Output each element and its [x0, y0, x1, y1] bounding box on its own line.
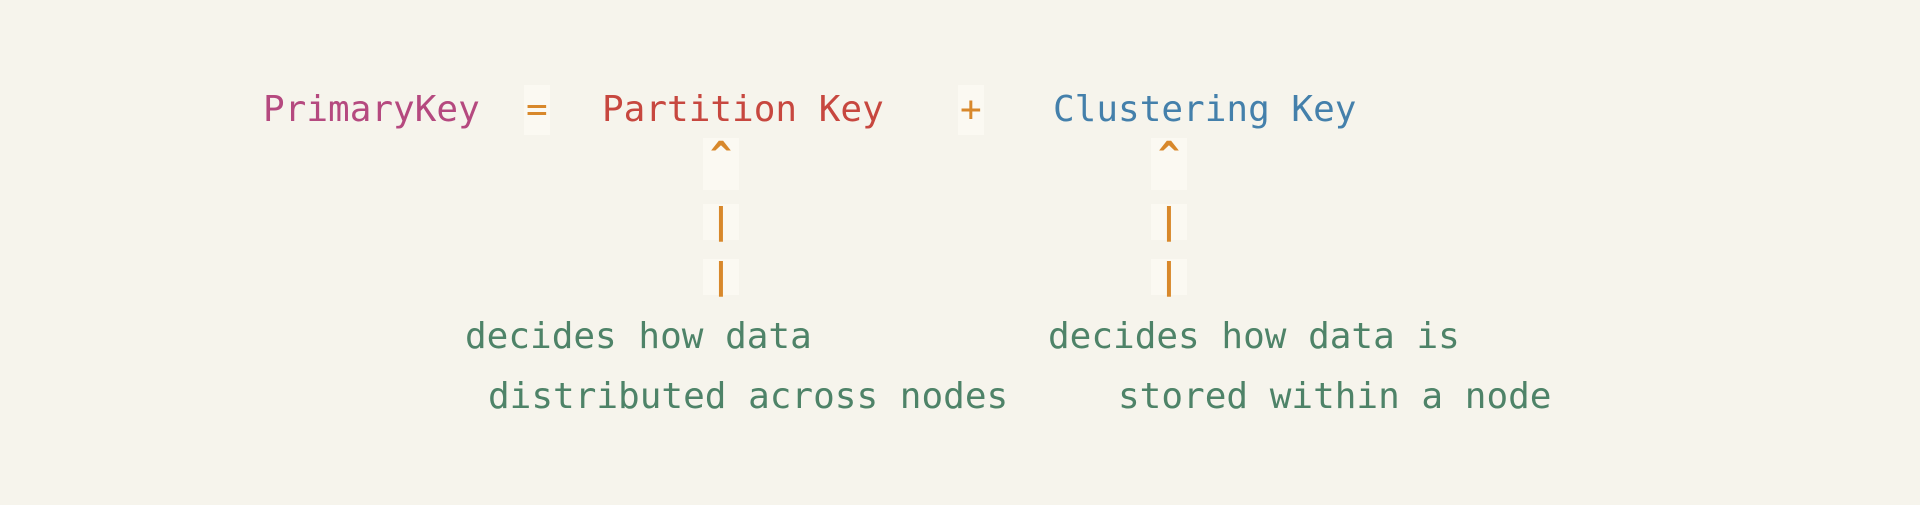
up-caret-icon: ^ [1151, 138, 1187, 190]
partition-key-annotation-line1: decides how data [465, 316, 812, 357]
partition-key-label: Partition Key [602, 89, 884, 130]
plus-operator: + [958, 85, 984, 135]
primary-key-label: PrimaryKey [263, 89, 480, 130]
arrow-pipe-icon: | [703, 259, 739, 295]
clustering-key-label: Clustering Key [1053, 89, 1357, 130]
clustering-key-annotation-line1: decides how data is [1048, 316, 1460, 357]
partition-key-annotation-line2: distributed across nodes [488, 376, 1009, 417]
clustering-key-arrow: ^ | | [1151, 138, 1187, 308]
partition-key-arrow: ^ | | [703, 138, 739, 308]
clustering-key-annotation-line2: stored within a node [1118, 376, 1552, 417]
equals-operator: = [524, 85, 550, 135]
up-caret-icon: ^ [703, 138, 739, 190]
arrow-pipe-icon: | [703, 204, 739, 240]
arrow-pipe-icon: | [1151, 259, 1187, 295]
arrow-pipe-icon: | [1151, 204, 1187, 240]
